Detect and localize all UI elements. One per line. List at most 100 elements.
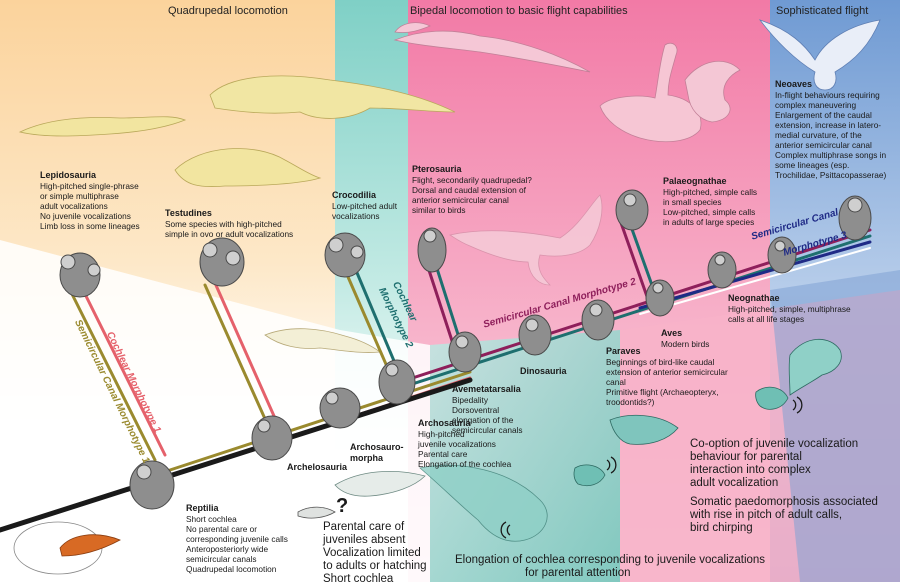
ear-palaeognathae	[615, 189, 649, 231]
crocodilia-line: vocalizations	[332, 211, 380, 221]
pterosauria-name: Pterosauria	[412, 164, 462, 174]
note-cochlea-elongation: Elongation of cochlea corresponding to j…	[455, 554, 785, 580]
paraves-line: Primitive flight (Archaeopteryx,	[606, 387, 719, 397]
note-somatic: Somatic paedomorphosis associated with r…	[690, 496, 895, 535]
lepidosauria-line: High-pitched single-phrase	[40, 181, 139, 191]
cooption-line: adult vocalization	[690, 477, 779, 489]
dinosauria-name: Dinosauria	[520, 366, 567, 376]
archosauria-line: Elongation of the cochlea	[418, 459, 512, 469]
small-crocodile-head	[297, 506, 336, 519]
adult-bird-head-silhouette	[788, 338, 842, 396]
turtle-silhouette	[174, 148, 322, 187]
avemetatarsalia-line: elongation of the	[452, 415, 514, 425]
paraves-line: troodontids?)	[606, 397, 655, 407]
parental-absent-line: Vocalization limited	[323, 547, 421, 559]
avemetatarsalia-line: semicircular canals	[452, 425, 523, 435]
testudines-line: Some species with high-pitched	[165, 219, 282, 229]
dinosaur-silhouette	[448, 194, 603, 286]
cochlea-elongation-line: Elongation of cochlea corresponding to j…	[455, 554, 766, 566]
sound-wave-icons	[500, 396, 803, 539]
aves-line: Modern birds	[661, 339, 710, 349]
parental-absent-line: Parental care of	[323, 521, 405, 533]
duck-head-silhouette	[609, 415, 679, 445]
neoaves-line: Complex multiphrase songs in	[775, 150, 887, 160]
reptilia-line: Anteroposteriorly wide	[186, 544, 269, 554]
reptilia-line: semicircular canals	[186, 554, 257, 564]
pterosaur-silhouette	[393, 22, 591, 73]
ear-reptilia	[129, 460, 175, 510]
somatic-line: bird chirping	[690, 522, 753, 534]
group-crocodilia: Crocodilia Low-pitched adult vocalizatio…	[332, 190, 422, 221]
testudines-line: simple in ovo or adult vocalizations	[165, 229, 294, 239]
reptilia-line: Short cochlea	[186, 514, 237, 524]
ear-neognathae	[767, 236, 797, 274]
ear-neognathae-2	[707, 251, 737, 289]
paraves-line: canal	[606, 377, 626, 387]
hatchling-in-egg	[13, 521, 121, 575]
neoaves-line: anterior semicircular canal	[775, 140, 872, 150]
lepidosauria-line: No juvenile vocalizations	[40, 211, 131, 221]
group-palaeognathae: Palaeognathae High-pitched, simple calls…	[663, 176, 775, 227]
cooption-line: Co-option of juvenile vocalization	[690, 438, 859, 450]
lepidosauria-line: or simple multiphrase	[40, 191, 119, 201]
aves-name: Aves	[661, 328, 683, 338]
palaeognathae-line: in small species	[663, 197, 722, 207]
header-sophisticated: Sophisticated flight	[776, 5, 869, 17]
group-archosauromorpha: Archosauro- morpha	[350, 442, 404, 464]
bird-silhouette	[684, 61, 741, 123]
archosauria-name: Archosauria	[418, 418, 471, 428]
palaeognathae-line: in adults of large species	[663, 217, 755, 227]
group-dinosauria: Dinosauria	[520, 366, 567, 377]
reptilia-line: Quadrupedal locomotion	[186, 564, 277, 574]
ear-aves	[645, 279, 675, 317]
paraves-line: extension of anterior semicircular	[606, 367, 728, 377]
group-neoaves: Neoaves In-flight behaviours requiring c…	[775, 79, 899, 180]
ear-neoaves	[838, 195, 872, 241]
group-pterosauria: Pterosauria Flight, secondarily quadrupe…	[412, 164, 562, 215]
cooption-line: behaviour for parental	[690, 451, 802, 463]
ear-archelosauria	[251, 415, 293, 461]
neoaves-line: Enlargement of the caudal	[775, 110, 872, 120]
reptilia-line: corresponding juvenile calls	[186, 534, 288, 544]
crocodilia-line: Low-pitched adult	[332, 201, 398, 211]
group-testudines: Testudines Some species with high-pitche…	[165, 208, 335, 239]
group-neognathae: Neognathae High-pitched, simple, multiph…	[728, 293, 878, 324]
cochlea-elongation-line: for parental attention	[525, 567, 631, 579]
reptilia-line: No parental care or	[186, 524, 258, 534]
lizard-silhouette	[18, 116, 187, 137]
lepidosauria-line: adult vocalizations	[40, 201, 108, 211]
palaeognathae-line: High-pitched, simple calls	[663, 187, 758, 197]
archosauria-line: juvenile vocalizations	[418, 439, 496, 449]
chick-head-silhouette	[573, 464, 606, 487]
parental-absent-line: Short cochlea	[323, 573, 394, 582]
crocodile-silhouette	[209, 75, 456, 119]
neoaves-line: some lineages (esp.	[775, 160, 850, 170]
ear-archosauromorpha	[319, 387, 361, 429]
archosauromorpha-name-b: morpha	[350, 453, 384, 463]
somatic-line: Somatic paedomorphosis associated	[690, 496, 878, 508]
group-paraves: Paraves Beginnings of bird-like caudal e…	[606, 346, 756, 407]
avemetatarsalia-line: Bipedality	[452, 395, 488, 405]
neognathae-name: Neognathae	[728, 293, 780, 303]
paraves-line: Beginnings of bird-like caudal	[606, 357, 715, 367]
group-aves: Aves Modern birds	[661, 328, 741, 349]
pterosauria-line: similar to birds	[412, 205, 466, 215]
pterosauria-line: Flight, secondarily quadrupedal?	[412, 175, 532, 185]
ratite-silhouette	[599, 42, 702, 143]
archosauria-line: High-pitched	[418, 429, 465, 439]
ear-paraves	[581, 299, 615, 341]
pterosauria-line: Dorsal and caudal extension of	[412, 185, 526, 195]
avemetatarsalia-line: Dorsoventral	[452, 405, 500, 415]
parental-absent-line: to adults or hatching	[323, 560, 427, 572]
avemetatarsalia-name: Avemetatarsalia	[452, 384, 521, 394]
neoaves-line: medial curvature, of the	[775, 130, 862, 140]
ear-lepidosauria	[59, 252, 101, 298]
neoaves-line: Trochilidae, Psittacopasserae)	[775, 170, 887, 180]
testudines-name: Testudines	[165, 208, 212, 218]
archosauromorpha-name-a: Archosauro-	[350, 442, 404, 452]
parental-absent-line: juveniles absent	[323, 534, 406, 546]
inner-ear-specimens	[59, 189, 872, 510]
juvenile-crocodile-head	[334, 470, 426, 497]
lepidosauria-line: Limb loss in some lineages	[40, 221, 140, 231]
